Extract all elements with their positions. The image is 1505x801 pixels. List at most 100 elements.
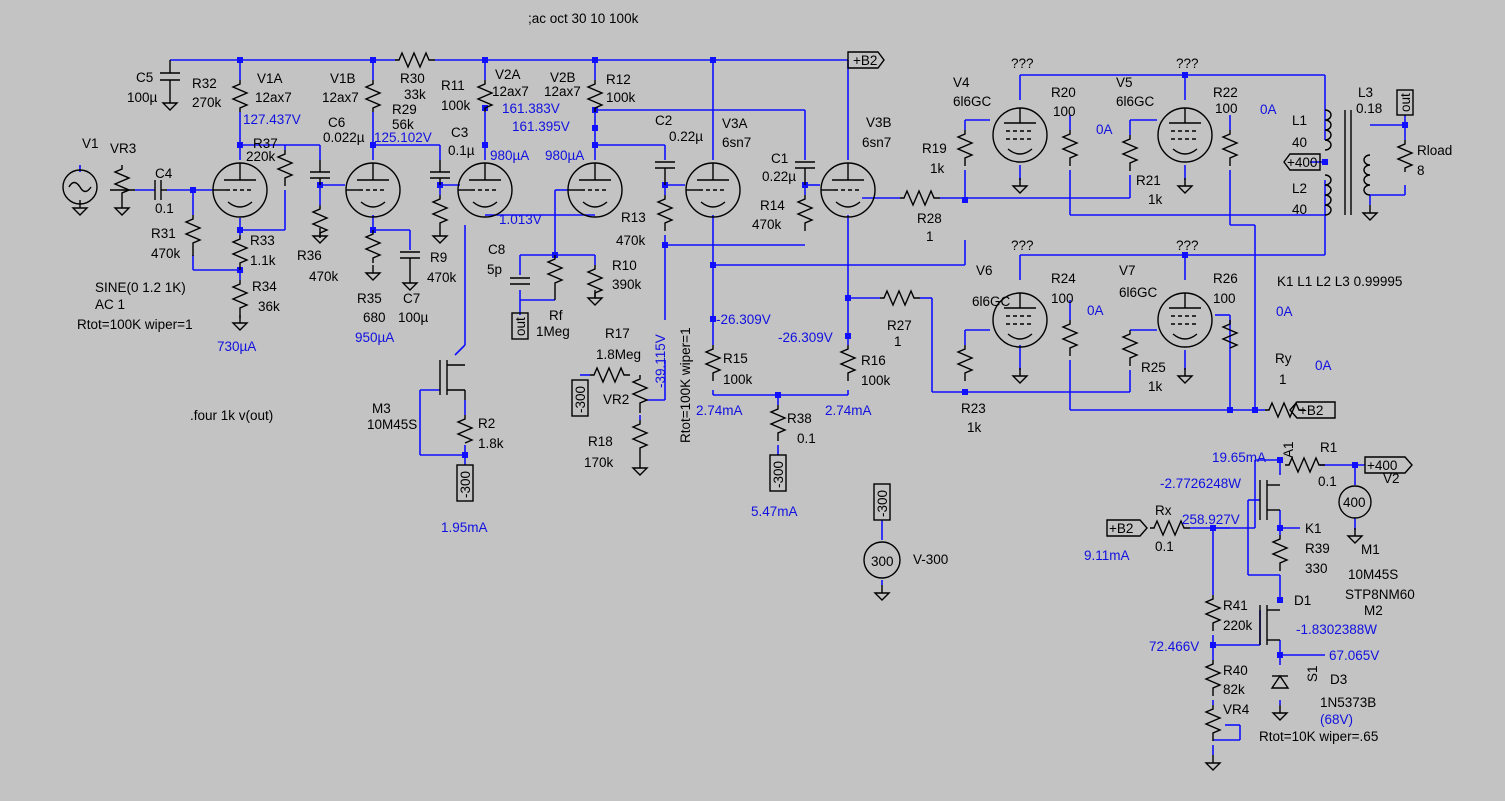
label-labels-d1: D1 bbox=[1294, 593, 1311, 608]
source-v1 bbox=[62, 169, 98, 205]
label-labels-r15v: 100k bbox=[723, 372, 753, 387]
label-labels-r13v: 470k bbox=[616, 233, 646, 248]
triode-v3b bbox=[820, 162, 876, 218]
label-labels-v2bv: 12ax7 bbox=[544, 84, 581, 99]
label-labels-vr4: VR4 bbox=[1223, 702, 1250, 717]
pentode-v4 bbox=[992, 107, 1048, 163]
label-labels-r9: R9 bbox=[430, 250, 447, 265]
inductor-l1 bbox=[1324, 109, 1332, 151]
label-labels-r21: R21 bbox=[1136, 173, 1161, 188]
resistor-r31 bbox=[184, 215, 202, 256]
label-labels-r22v: 100 bbox=[1215, 101, 1238, 116]
label-labels-v5: V5 bbox=[1116, 75, 1133, 90]
label-labels-m2: M2 bbox=[1364, 603, 1383, 618]
flag-m300-m3: -300 bbox=[458, 471, 473, 498]
operating-point-annotations: 127.437V 125.102V 161.383V 161.395V 980µ… bbox=[217, 101, 1379, 663]
pot-vr3 bbox=[113, 165, 131, 200]
label-labels-r10v: 390k bbox=[612, 277, 642, 292]
label-labels-c3: C3 bbox=[451, 125, 468, 140]
label-labels-rtot100k: Rtot=100K wiper=1 bbox=[77, 317, 193, 332]
resistor-r40 bbox=[1204, 660, 1222, 696]
label-labels-r37: R37 bbox=[253, 136, 278, 151]
label-labels-r32: R32 bbox=[192, 76, 217, 91]
label-annotations-v161b: 161.395V bbox=[512, 119, 570, 134]
label-labels-l2v: 40 bbox=[1292, 202, 1307, 217]
resistor-r38 bbox=[769, 405, 787, 441]
resistor-r41 bbox=[1204, 595, 1222, 631]
label-labels-v1a: V1A bbox=[257, 71, 283, 86]
label-labels-r21v: 1k bbox=[1148, 192, 1163, 207]
resistor-r17 bbox=[590, 366, 630, 384]
label-labels-r15: R15 bbox=[723, 351, 748, 366]
label-labels-v6v: 6l6GC bbox=[972, 294, 1011, 309]
flag-400-reg: +400 bbox=[1367, 458, 1397, 473]
label-annotations-v72: 72.466V bbox=[1149, 639, 1199, 654]
label-annotations-i730: 730µA bbox=[217, 339, 256, 354]
label-labels-r35v: 680 bbox=[363, 310, 386, 325]
resistor-r22 bbox=[1221, 130, 1239, 166]
label-labels-v3bv: 6sn7 bbox=[862, 135, 891, 150]
flag-b2-reg: +B2 bbox=[1109, 521, 1133, 536]
resistor-vr4 bbox=[1204, 705, 1222, 741]
capacitor-c4 bbox=[154, 180, 167, 200]
label-annotations-i547: 5.47mA bbox=[751, 504, 798, 519]
label-labels-r41: R41 bbox=[1223, 598, 1248, 613]
label-labels-rf: Rf bbox=[549, 308, 563, 323]
components bbox=[62, 51, 1414, 771]
label-annotations-v26b: -26.309V bbox=[778, 330, 833, 345]
pentode-v5 bbox=[1157, 107, 1213, 163]
net-flags: +B2 +400 +B2 +400 +B2 out out -300 -300 … bbox=[456, 51, 1414, 537]
label-labels-rloadv: 8 bbox=[1417, 163, 1425, 178]
label-labels-c7v: 100µ bbox=[398, 310, 429, 325]
label-labels-r27v: 1 bbox=[894, 334, 902, 349]
triode-v2b bbox=[567, 162, 623, 218]
label-labels-r38: R38 bbox=[787, 411, 812, 426]
label-labels-r20: R20 bbox=[1051, 85, 1076, 100]
label-labels-r1: R1 bbox=[1320, 440, 1337, 455]
label-labels-c8v: 5p bbox=[487, 262, 502, 277]
resistor-r20 bbox=[1061, 130, 1079, 166]
label-labels-r41v: 220k bbox=[1223, 618, 1253, 633]
label-labels-vr4v: Rtot=10K wiper=.65 bbox=[1259, 729, 1378, 744]
label-annotations-i274a: 2.74mA bbox=[696, 403, 743, 418]
resistor-r27 bbox=[880, 289, 920, 307]
label-labels-r31: R31 bbox=[151, 226, 176, 241]
label-labels-r24v: 100 bbox=[1051, 291, 1074, 306]
label-labels-qq: ??? bbox=[1176, 56, 1199, 71]
label-labels-v2a: V2A bbox=[495, 67, 521, 82]
resistor-r37 bbox=[276, 150, 294, 186]
label-labels-r34v: 36k bbox=[258, 299, 280, 314]
flag-400-top: +400 bbox=[1287, 155, 1317, 170]
resistor-r9 bbox=[431, 195, 449, 228]
label-labels-d3z: (68V) bbox=[1320, 712, 1353, 727]
label-labels-r30v: 33k bbox=[404, 87, 426, 102]
label-labels-v2: V2 bbox=[1383, 471, 1400, 486]
label-annotations-v26a: -26.309V bbox=[716, 312, 771, 327]
label-labels-c8: C8 bbox=[488, 242, 505, 257]
triode-v1a bbox=[212, 162, 268, 218]
label-labels-r19v: 1k bbox=[930, 161, 945, 176]
directive-four: .four 1k v(out) bbox=[190, 408, 273, 423]
label-labels-r36: R36 bbox=[297, 248, 322, 263]
label-labels-m1v: 10M45S bbox=[1348, 567, 1398, 582]
label-labels-v4v: 6l6GC bbox=[953, 94, 992, 109]
label-annotations-v67: 67.065V bbox=[1329, 648, 1379, 663]
label-a1: A1 bbox=[1281, 441, 1296, 458]
label-labels-r23: R23 bbox=[961, 401, 986, 416]
label-labels-r31v: 470k bbox=[151, 246, 181, 261]
capacitor-c8 bbox=[510, 277, 530, 285]
label-annotations-a0: 0A bbox=[1087, 303, 1104, 318]
capacitor-c7 bbox=[400, 251, 420, 275]
label-labels-c1: C1 bbox=[771, 151, 788, 166]
label-labels-v2v: 400 bbox=[1343, 495, 1366, 510]
label-labels-r33: R33 bbox=[250, 233, 275, 248]
label-labels-v1av: 12ax7 bbox=[255, 90, 292, 105]
label-labels-c7: C7 bbox=[403, 291, 420, 306]
label-labels-d3v: 1N5373B bbox=[1320, 695, 1376, 710]
label-labels-r12: R12 bbox=[606, 72, 631, 87]
flag-m300-r17: -300 bbox=[573, 386, 588, 413]
label-labels-c6v: 0.022µ bbox=[323, 130, 365, 145]
resistor-r25 bbox=[1121, 330, 1139, 366]
label-labels-qq: ??? bbox=[1011, 238, 1034, 253]
label-labels-r34: R34 bbox=[252, 279, 277, 294]
